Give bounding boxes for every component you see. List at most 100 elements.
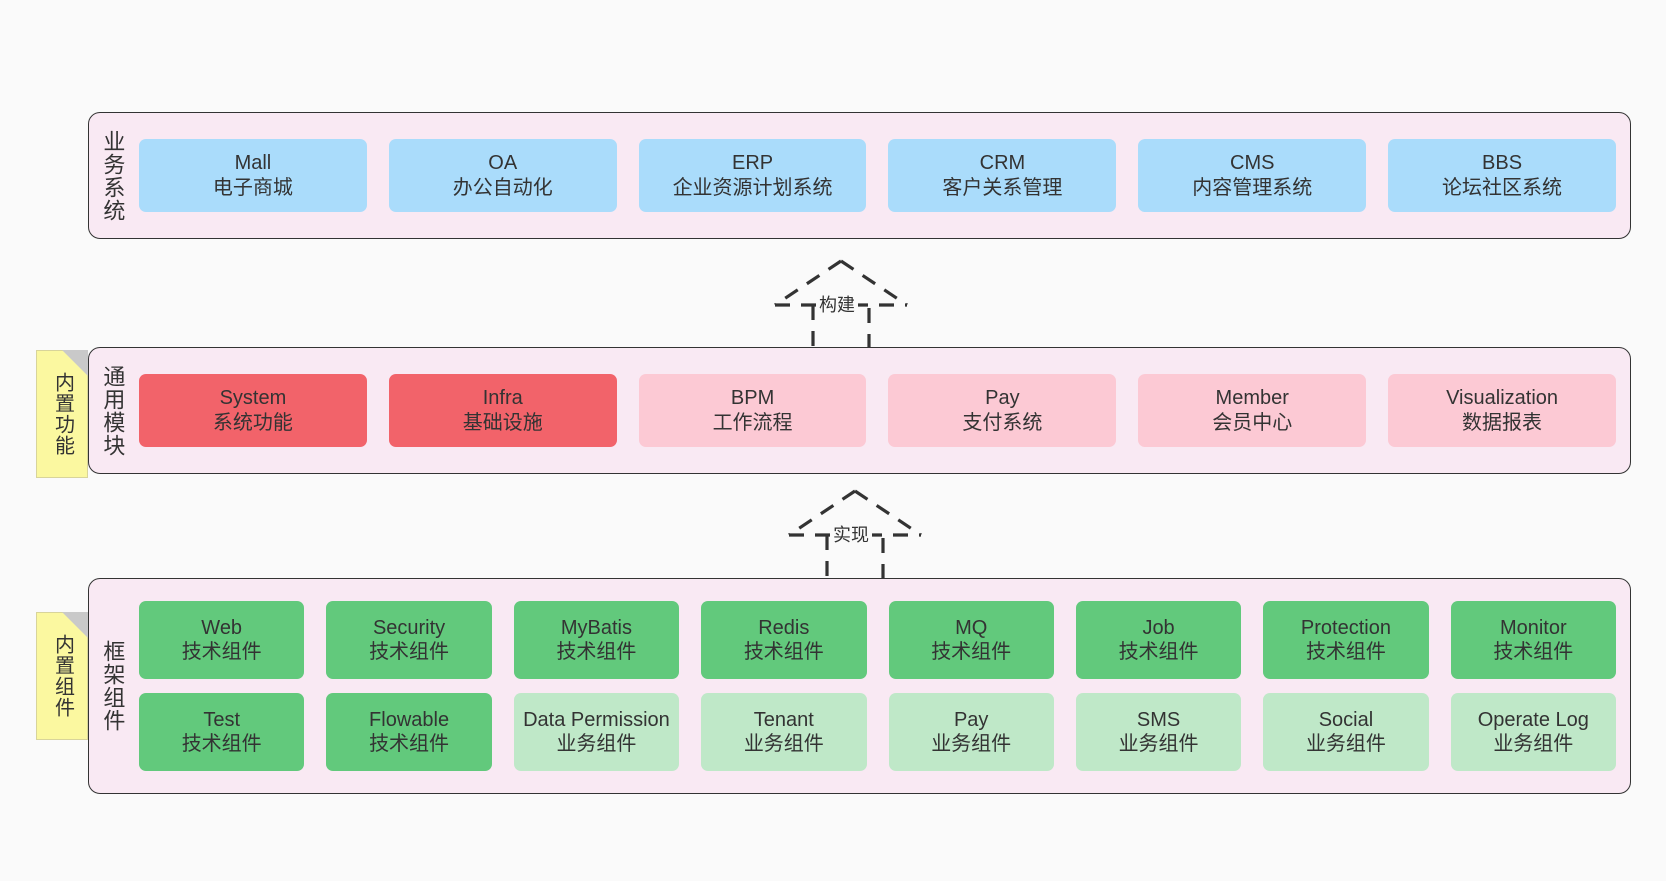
card-title-cn: 系统功能 — [212, 411, 293, 434]
card-title-cn: 支付系统 — [962, 411, 1043, 434]
card-title-en: Visualization — [1446, 387, 1559, 410]
card-title-cn: 电子商城 — [212, 176, 293, 199]
card-title-cn: 会员中心 — [1212, 411, 1293, 434]
card-title-en: Operate Log — [1477, 708, 1589, 731]
card-title-cn: 工作流程 — [712, 411, 793, 434]
card-title-cn: 论坛社区系统 — [1442, 176, 1563, 199]
card-title-cn: 内容管理系统 — [1192, 176, 1313, 199]
card-title-en: BPM — [730, 387, 775, 410]
card-job[interactable]: Job 技术组件 — [1075, 601, 1242, 679]
layer-body-framework: Web 技术组件 Security 技术组件 MyBatis 技术组件 Redi… — [135, 579, 1630, 793]
card-title-cn: 技术组件 — [369, 733, 450, 755]
card-title-cn: 技术组件 — [743, 641, 824, 663]
card-mall[interactable]: Mall 电子商城 — [139, 139, 367, 212]
connector-build: 构建 — [756, 257, 926, 357]
card-bbs[interactable]: BBS 论坛社区系统 — [1388, 139, 1616, 212]
card-row: System 系统功能 Infra 基础设施 BPM 工作流程 Pay 支付系统… — [139, 374, 1616, 447]
card-data-permission[interactable]: Data Permission 业务组件 — [513, 693, 680, 771]
card-visualization[interactable]: Visualization 数据报表 — [1388, 374, 1616, 447]
card-title-en: Job — [1142, 616, 1175, 639]
card-title-en: Redis — [758, 616, 810, 639]
layer-title-business: 业务系统 — [100, 129, 126, 222]
card-title-en: Protection — [1300, 616, 1391, 639]
card-row: Test 技术组件 Flowable 技术组件 Data Permission … — [139, 693, 1616, 771]
card-title-en: Pay — [953, 708, 989, 731]
card-title-en: Member — [1215, 387, 1289, 410]
card-title-en: Test — [203, 708, 241, 731]
card-title-en: Pay — [985, 387, 1020, 410]
card-title-cn: 技术组件 — [181, 733, 262, 755]
card-title-en: MQ — [955, 616, 988, 639]
card-title-en: Social — [1318, 708, 1374, 731]
card-protection[interactable]: Protection 技术组件 — [1263, 601, 1429, 679]
card-mybatis[interactable]: MyBatis 技术组件 — [513, 601, 680, 679]
card-monitor[interactable]: Monitor 技术组件 — [1450, 601, 1616, 679]
card-title-cn: 基础设施 — [462, 411, 543, 434]
card-web[interactable]: Web 技术组件 — [139, 601, 305, 679]
card-title-en: OA — [488, 152, 518, 175]
card-title-cn: 技术组件 — [556, 641, 637, 663]
note-builtin-component: 内置组件 — [36, 612, 88, 740]
connector-implement: 实现 — [770, 487, 940, 587]
card-title-cn: 技术组件 — [1493, 641, 1574, 663]
card-pay-business[interactable]: Pay 业务组件 — [888, 693, 1054, 771]
card-test[interactable]: Test 技术组件 — [139, 693, 305, 771]
card-title-cn: 业务组件 — [1305, 733, 1386, 755]
card-title-cn: 技术组件 — [181, 641, 262, 663]
card-title-en: System — [219, 387, 287, 410]
card-row: Web 技术组件 Security 技术组件 MyBatis 技术组件 Redi… — [139, 601, 1616, 679]
note-text: 内置组件 — [51, 634, 74, 718]
layer-framework-components[interactable]: 框架组件 Web 技术组件 Security 技术组件 MyBatis 技术组件… — [88, 578, 1631, 794]
layer-body-business: Mall 电子商城 OA 办公自动化 ERP 企业资源计划系统 CRM 客户关系… — [135, 113, 1630, 238]
card-title-cn: 技术组件 — [1118, 641, 1199, 663]
card-title-cn: 业务组件 — [556, 733, 637, 755]
card-title-en: ERP — [732, 152, 774, 175]
card-title-en: CRM — [979, 152, 1026, 175]
card-title-en: BBS — [1482, 152, 1523, 175]
layer-body-common: System 系统功能 Infra 基础设施 BPM 工作流程 Pay 支付系统… — [135, 348, 1630, 473]
card-system[interactable]: System 系统功能 — [139, 374, 367, 447]
card-title-en: CMS — [1230, 152, 1275, 175]
connector-label-implement: 实现 — [830, 521, 872, 547]
card-mq[interactable]: MQ 技术组件 — [888, 601, 1054, 679]
layer-business-system[interactable]: 业务系统 Mall 电子商城 OA 办公自动化 ERP 企业资源计划系统 CRM… — [88, 112, 1631, 239]
card-sms[interactable]: SMS 业务组件 — [1075, 693, 1242, 771]
card-security[interactable]: Security 技术组件 — [326, 601, 492, 679]
card-title-en: Security — [372, 616, 446, 639]
layer-title-common: 通用模块 — [100, 364, 126, 457]
card-title-cn: 数据报表 — [1462, 411, 1543, 434]
card-cms[interactable]: CMS 内容管理系统 — [1138, 139, 1367, 212]
card-title-cn: 技术组件 — [931, 641, 1012, 663]
card-title-cn: 技术组件 — [1305, 641, 1386, 663]
card-title-cn: 办公自动化 — [452, 176, 553, 199]
card-redis[interactable]: Redis 技术组件 — [701, 601, 867, 679]
card-title-en: Web — [201, 616, 243, 639]
card-title-en: Infra — [482, 387, 523, 410]
card-flowable[interactable]: Flowable 技术组件 — [326, 693, 492, 771]
card-social[interactable]: Social 业务组件 — [1263, 693, 1429, 771]
card-title-cn: 技术组件 — [369, 641, 450, 663]
card-member[interactable]: Member 会员中心 — [1138, 374, 1367, 447]
card-erp[interactable]: ERP 企业资源计划系统 — [638, 139, 867, 212]
card-title-en: Monitor — [1499, 616, 1567, 639]
card-crm[interactable]: CRM 客户关系管理 — [888, 139, 1117, 212]
card-title-en: Flowable — [369, 708, 450, 731]
card-bpm[interactable]: BPM 工作流程 — [638, 374, 867, 447]
layer-common-modules[interactable]: 通用模块 System 系统功能 Infra 基础设施 BPM 工作流程 Pay… — [88, 347, 1631, 474]
layer-title-framework: 框架组件 — [100, 640, 126, 732]
card-title-cn: 业务组件 — [931, 733, 1012, 755]
card-title-en: Mall — [234, 152, 272, 175]
card-tenant[interactable]: Tenant 业务组件 — [701, 693, 867, 771]
card-title-en: MyBatis — [560, 616, 632, 639]
card-row: Mall 电子商城 OA 办公自动化 ERP 企业资源计划系统 CRM 客户关系… — [139, 139, 1616, 212]
card-title-en: Tenant — [753, 708, 814, 731]
card-infra[interactable]: Infra 基础设施 — [388, 374, 617, 447]
card-oa[interactable]: OA 办公自动化 — [388, 139, 617, 212]
card-title-en: SMS — [1136, 708, 1181, 731]
note-text: 内置功能 — [51, 372, 74, 456]
card-title-cn: 客户关系管理 — [942, 176, 1063, 199]
card-title-en: Data Permission — [523, 708, 670, 731]
card-operate-log[interactable]: Operate Log 业务组件 — [1450, 693, 1616, 771]
card-pay[interactable]: Pay 支付系统 — [888, 374, 1117, 447]
